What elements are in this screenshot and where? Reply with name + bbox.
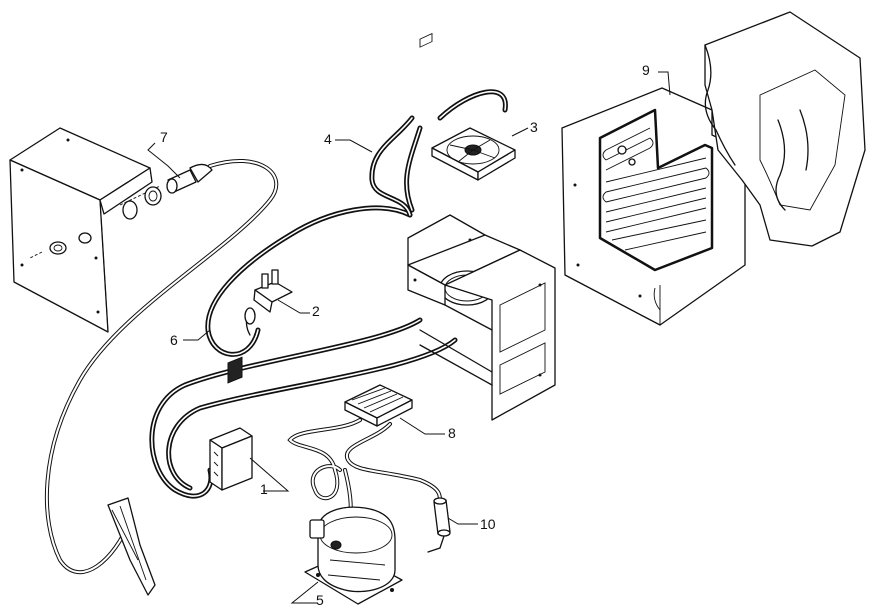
callout-2: 2	[312, 303, 320, 319]
callout-4: 4	[324, 131, 332, 147]
wiring-harness	[149, 205, 458, 499]
fan-cable	[369, 89, 508, 218]
callout-8: 8	[448, 425, 456, 441]
compressor	[304, 506, 403, 605]
rear-housing-box	[9, 127, 161, 333]
thermostat-unit	[244, 269, 293, 336]
callout-3: 3	[530, 119, 538, 135]
callout-labels: 1 2 3 4 5 6 7 8 9 10	[160, 62, 650, 608]
callout-5: 5	[316, 592, 324, 608]
filter-drier	[427, 497, 451, 553]
callout-7: 7	[160, 129, 168, 145]
evaporator-coil	[598, 108, 714, 272]
power-supply-hose	[44, 159, 279, 596]
condenser-block	[344, 384, 413, 427]
power-inlet-grommet	[122, 163, 213, 220]
cooling-fan	[431, 127, 516, 181]
leader-lines	[147, 71, 671, 604]
starter-relay-box	[209, 356, 253, 491]
callout-6: 6	[170, 332, 178, 348]
callout-1: 1	[260, 481, 268, 497]
callout-10: 10	[480, 516, 496, 532]
refrigerant-tubing	[287, 418, 442, 522]
callout-9: 9	[642, 62, 650, 78]
chassis-frame	[407, 32, 556, 421]
